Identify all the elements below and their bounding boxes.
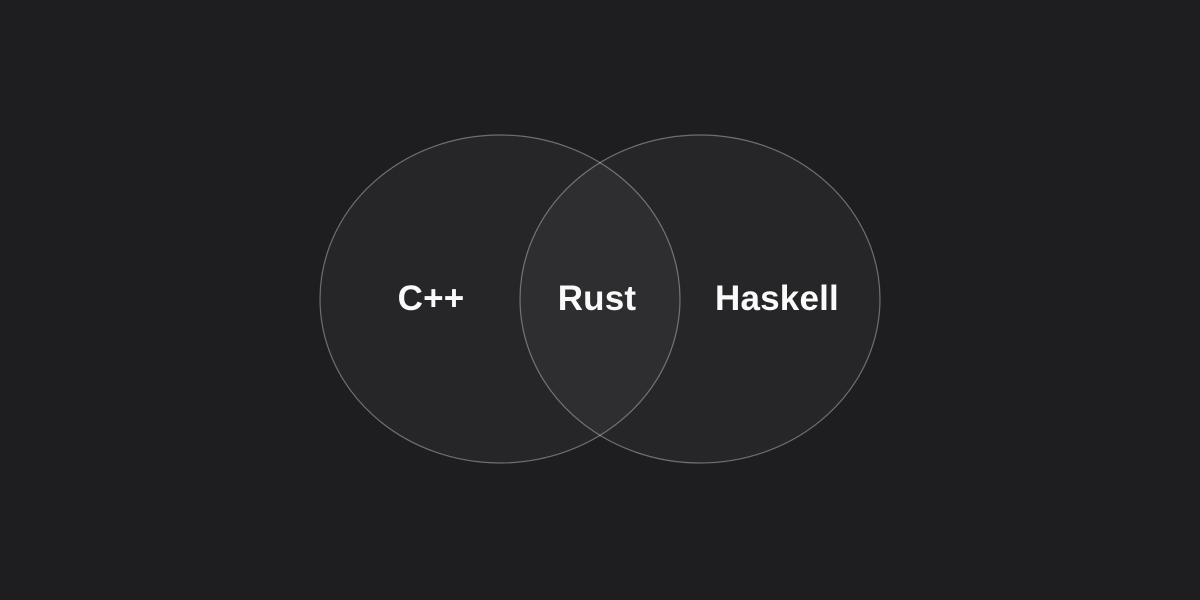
- venn-label-right-set: Haskell: [715, 279, 839, 318]
- venn-circle-right: [519, 134, 881, 464]
- venn-circle-left: [319, 134, 681, 464]
- venn-label-intersection: Rust: [557, 279, 637, 318]
- venn-label-left-set: C++: [397, 279, 465, 318]
